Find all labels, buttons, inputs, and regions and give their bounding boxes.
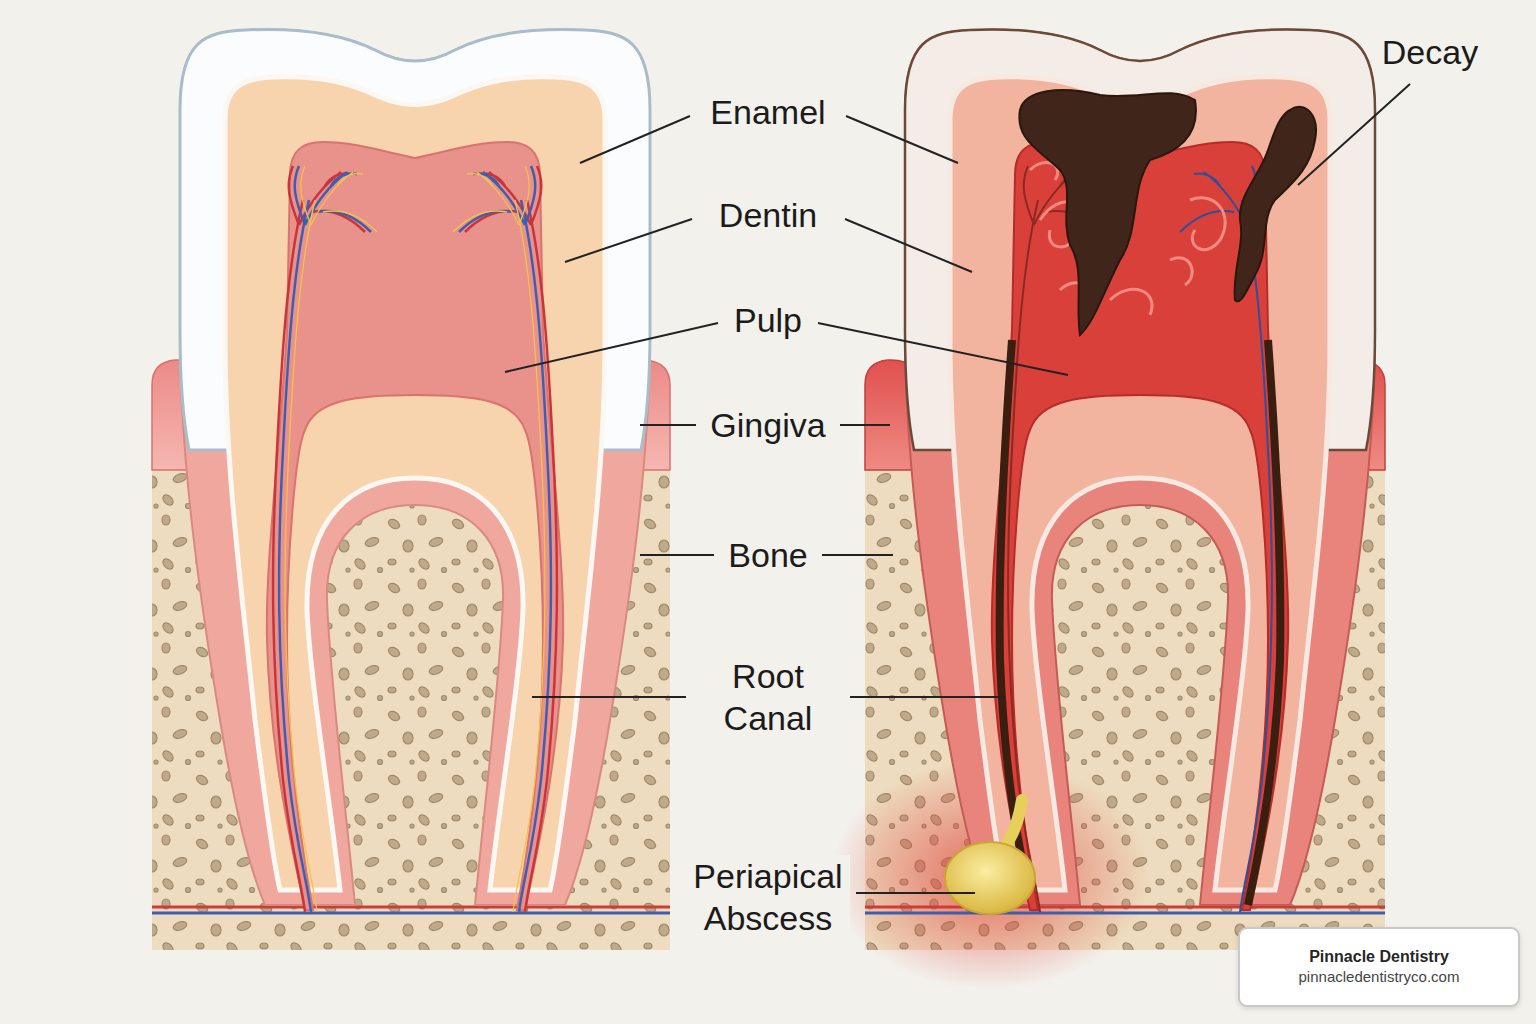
part-label: Enamel xyxy=(706,91,829,134)
part-label: Root Canal xyxy=(686,655,850,740)
part-label: Bone xyxy=(724,534,811,577)
part-label: Periapical Abscess xyxy=(686,855,850,940)
watermark-box: Pinnacle Dentistrypinnacledentistryco.co… xyxy=(1238,927,1520,1007)
part-label: Gingiva xyxy=(706,404,829,447)
brand-name: Pinnacle Dentistry xyxy=(1258,947,1500,967)
part-label: Decay xyxy=(1378,31,1482,74)
brand-url: pinnacledentistryco.com xyxy=(1258,967,1500,987)
part-label: Dentin xyxy=(715,194,821,237)
leader-lines xyxy=(505,84,1410,893)
part-label: Pulp xyxy=(730,299,806,342)
